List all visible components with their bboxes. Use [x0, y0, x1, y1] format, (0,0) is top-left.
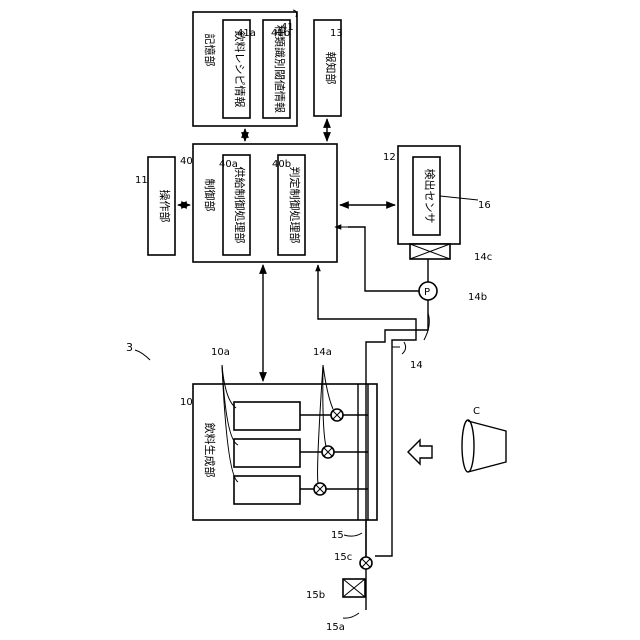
supply-control-label: 供給制御処理部	[233, 167, 247, 244]
valve-15b	[343, 579, 365, 597]
threshold-ref: 41b	[271, 28, 290, 39]
control-ref: 40	[180, 156, 193, 167]
detection-unit: 検出センサ	[398, 146, 460, 244]
valve-15c-ref: 15c	[334, 552, 352, 563]
operation-ref: 11	[135, 175, 148, 186]
valve-14c	[410, 244, 450, 259]
valve-15b-ref: 15b	[306, 590, 325, 601]
water-line-ref: 15	[331, 530, 344, 541]
operation-unit: 操作部	[148, 157, 175, 255]
valve-15c	[360, 557, 372, 569]
generator-title: 飲料生成部	[203, 423, 217, 478]
notify-unit-label: 報知部	[324, 52, 338, 85]
recipe-ref: 41a	[237, 28, 256, 39]
supply-control-ref: 40a	[219, 159, 238, 170]
cup-ref: C	[473, 406, 480, 417]
notify-ref: 13	[330, 28, 343, 39]
system-ref: 3	[126, 341, 133, 354]
pump-symbol: P	[424, 287, 430, 298]
detect-sensor-ref: 16	[478, 200, 491, 211]
detect-sensor-label: 検出センサ	[423, 169, 437, 224]
output-arrow	[408, 440, 432, 464]
control-unit: 制御部 供給制御処理部 判定制御処理部	[193, 144, 337, 262]
storage-unit-title: 記憶部	[203, 34, 217, 67]
generator-ref: 10	[180, 397, 193, 408]
valve-14a-ref: 14a	[313, 347, 332, 358]
inlet-ref: 15a	[326, 622, 345, 633]
operation-unit-label: 操作部	[158, 190, 172, 223]
drain-line-ref: 14	[410, 360, 423, 371]
valve-14c-ref: 14c	[474, 252, 492, 263]
detect-unit-ref: 12	[383, 152, 396, 163]
recipe-info-label: 飲料レシピ情報	[233, 31, 247, 108]
cup-icon	[462, 420, 506, 472]
control-unit-title: 制御部	[203, 179, 217, 212]
judge-control-label: 判定制御処理部	[288, 167, 302, 244]
beverage-unit-ref: 10a	[211, 347, 230, 358]
pump-ref: 14b	[468, 292, 487, 303]
judge-control-ref: 40b	[272, 159, 291, 170]
